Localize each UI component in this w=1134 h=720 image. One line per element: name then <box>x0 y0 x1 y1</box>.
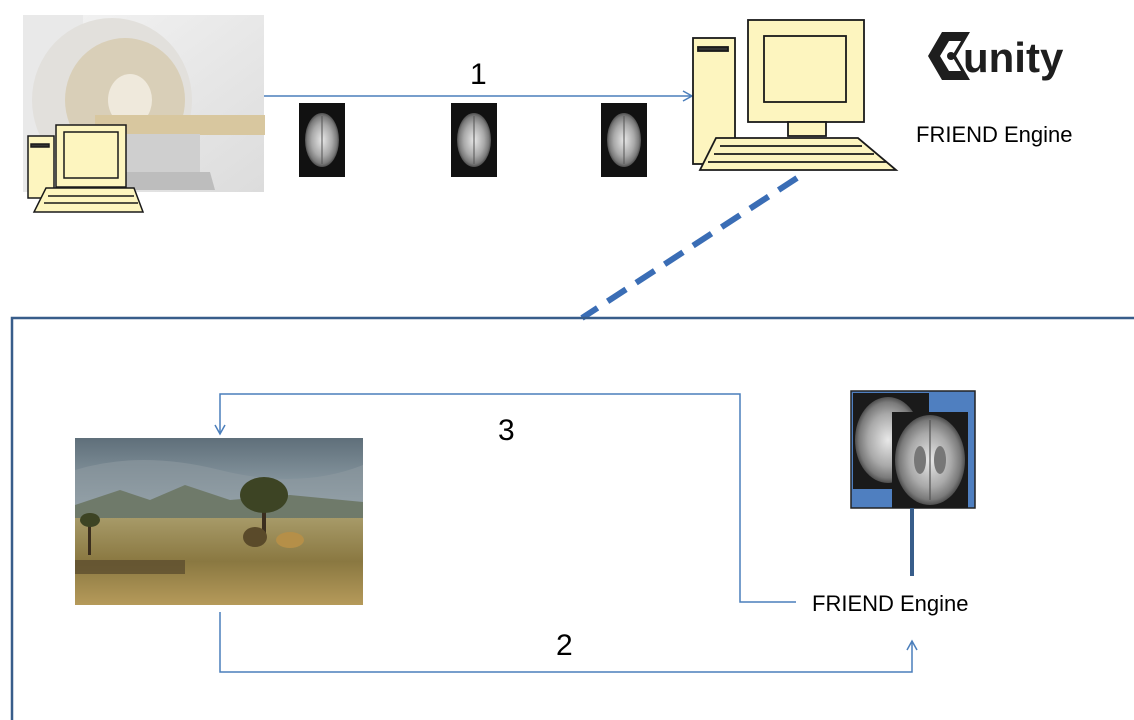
step-1-label: 1 <box>470 58 487 91</box>
brain-image-stack <box>850 390 976 509</box>
unity-logo: unity <box>928 32 1064 81</box>
bottom-engine-label: FRIEND Engine <box>812 591 969 616</box>
landscape-image <box>75 438 363 605</box>
brain-slice-image <box>451 103 497 177</box>
top-engine-label: FRIEND Engine <box>916 122 1073 147</box>
brain-slice-image <box>601 103 647 177</box>
arrow-3 <box>214 393 796 603</box>
arrow-2 <box>219 612 918 673</box>
main-computer-icon <box>692 19 899 171</box>
bottom-panel-border <box>10 316 1134 720</box>
step-3-label: 3 <box>498 414 515 447</box>
step-2-label: 2 <box>556 629 573 662</box>
brain-slice-image <box>299 103 345 177</box>
unity-logo-text: unity <box>963 34 1064 81</box>
mri-scanner-image <box>23 15 265 192</box>
dashed-connector <box>580 175 799 321</box>
scanner-computer-icon <box>27 124 145 213</box>
